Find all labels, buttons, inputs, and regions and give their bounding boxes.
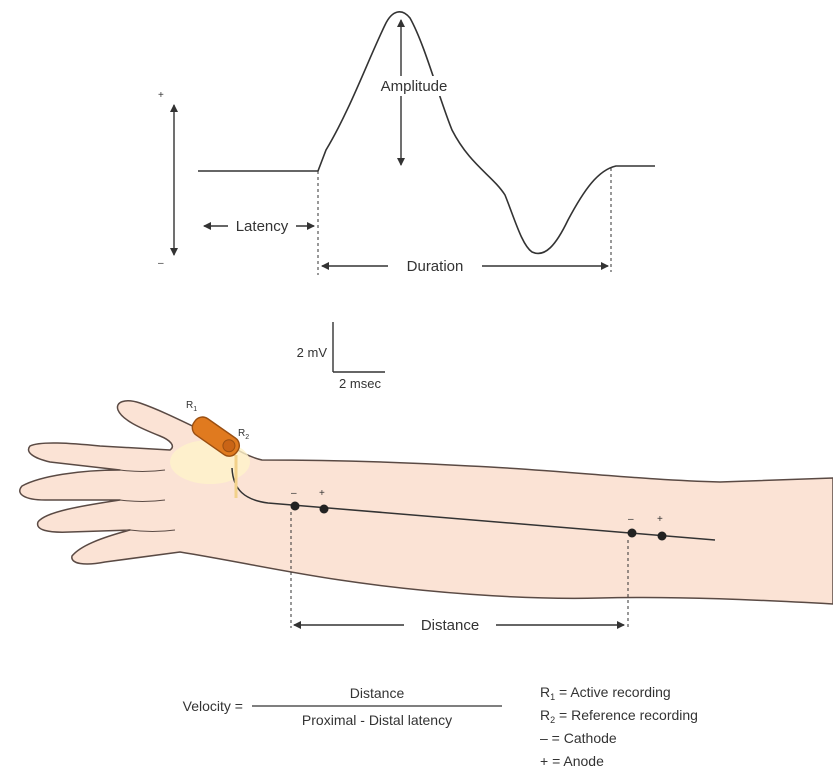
arm-illustration: R1 R2 – + – + Distance (20, 400, 833, 635)
distal-cathode-sign: – (291, 488, 297, 499)
velocity-formula: Velocity = Distance Proximal - Distal la… (183, 685, 502, 728)
left-amplitude-tick-bottom: – (158, 258, 164, 269)
proximal-cathode-dot (628, 529, 637, 538)
legend-item-anode: + = Anode (540, 753, 604, 769)
scale-bar-horizontal-label: 2 msec (339, 376, 381, 391)
distal-cathode-dot (291, 502, 300, 511)
left-amplitude-tick-top: + (158, 90, 164, 101)
amplitude-label: Amplitude (381, 78, 448, 95)
distal-anode-dot (320, 505, 329, 514)
forearm (20, 401, 833, 604)
formula-lhs: Velocity = (183, 698, 243, 714)
latency-label: Latency (236, 218, 289, 235)
proximal-cathode-sign: – (628, 514, 634, 525)
scale-bar-vertical-label: 2 mV (297, 345, 328, 360)
cmap-waveform: + – Amplitude Latency Duration (158, 12, 655, 276)
legend-item-active: R1 = Active recording (540, 684, 671, 702)
legend: R1 = Active recording R2 = Reference rec… (540, 684, 698, 769)
proximal-anode-sign: + (657, 514, 663, 525)
proximal-anode-dot (658, 532, 667, 541)
legend-item-cathode: – = Cathode (540, 730, 617, 746)
electrode-r1-label: R1 (186, 400, 197, 413)
distal-anode-sign: + (319, 488, 325, 499)
legend-item-reference: R2 = Reference recording (540, 707, 698, 725)
formula-denominator: Proximal - Distal latency (302, 712, 452, 728)
scale-bar: 2 mV 2 msec (297, 322, 385, 391)
duration-label: Duration (407, 258, 464, 275)
distance-label: Distance (421, 617, 479, 634)
formula-numerator: Distance (350, 685, 405, 701)
electrode-r2-label: R2 (238, 428, 249, 441)
